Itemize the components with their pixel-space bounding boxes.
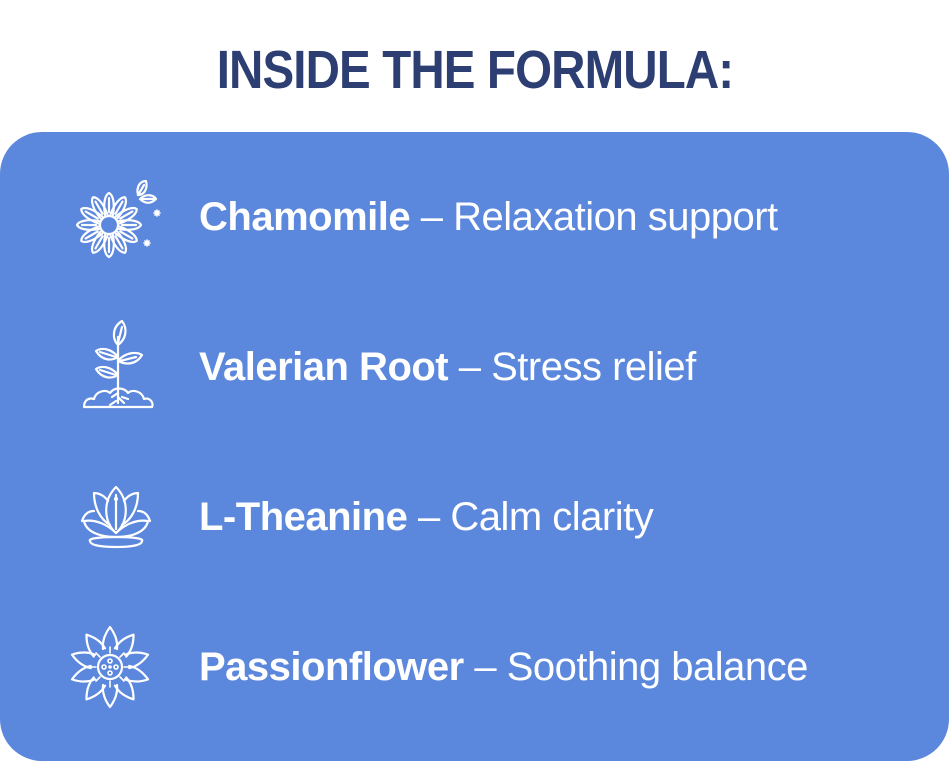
separator: – [410, 195, 454, 239]
formula-card: Chamomile – Relaxation support Valerian … [0, 132, 949, 761]
ingredient-name: L-Theanine [199, 495, 408, 539]
ingredient-text: Passionflower – Soothing balance [199, 645, 808, 689]
ingredient-row-passionflower: Passionflower – Soothing balance [0, 617, 949, 717]
ingredient-row-l-theanine: L-Theanine – Calm clarity [0, 467, 949, 567]
ingredient-text: L-Theanine – Calm clarity [199, 495, 654, 539]
separator: – [407, 495, 451, 539]
ingredient-name: Chamomile [199, 195, 411, 239]
sprouting-plant-icon [66, 317, 166, 417]
ingredient-benefit: Relaxation support [453, 195, 778, 239]
ingredient-benefit: Calm clarity [450, 495, 654, 539]
ingredient-benefit: Soothing balance [506, 645, 809, 689]
separator: – [463, 645, 507, 689]
lotus-icon [66, 467, 166, 567]
ingredient-text: Valerian Root – Stress relief [199, 345, 696, 389]
ingredient-row-chamomile: Chamomile – Relaxation support [0, 167, 949, 267]
chamomile-flower-icon [66, 167, 166, 267]
ingredient-text: Chamomile – Relaxation support [199, 195, 778, 239]
ingredient-name: Passionflower [199, 645, 464, 689]
ingredient-row-valerian-root: Valerian Root – Stress relief [0, 317, 949, 417]
ingredient-benefit: Stress relief [491, 345, 696, 389]
page-title: INSIDE THE FORMULA: [216, 40, 734, 100]
separator: – [448, 345, 492, 389]
passionflower-icon [66, 617, 166, 717]
ingredient-name: Valerian Root [199, 345, 449, 389]
